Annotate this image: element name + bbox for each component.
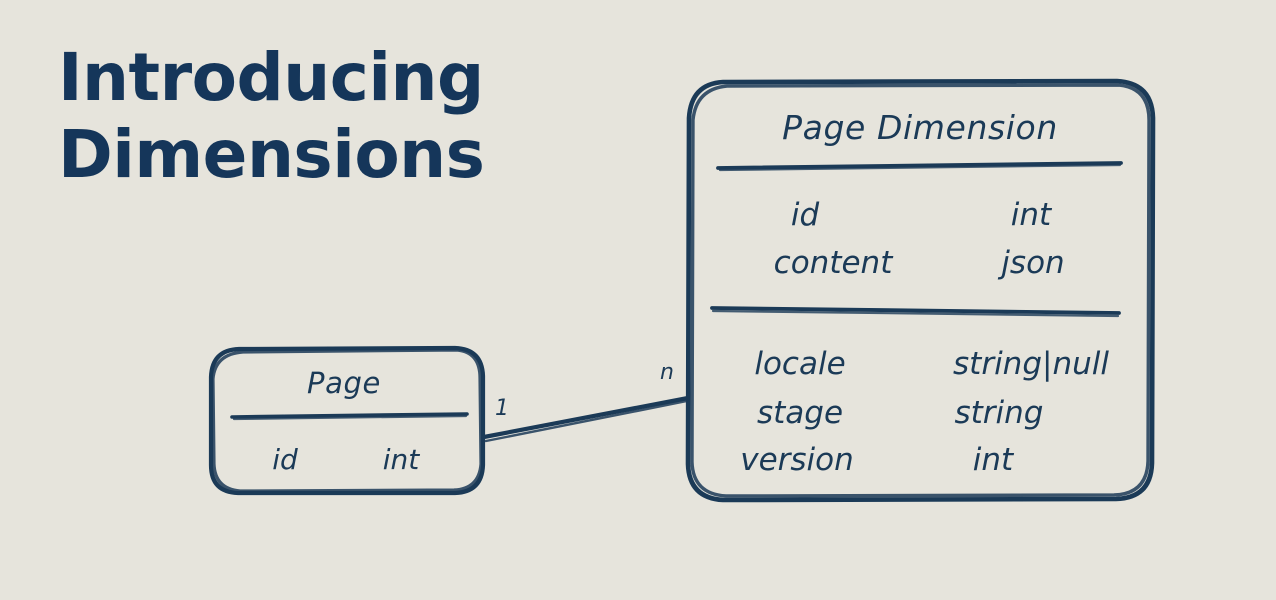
divider-page-dimension-header: [716, 161, 1123, 172]
field-name-pd-stage: stage: [756, 395, 844, 431]
divider-page-header: [230, 412, 469, 421]
field-type-page-id: int: [382, 443, 420, 476]
cardinality-label-one: 1: [495, 396, 509, 421]
divider-page-dimension-section: [710, 306, 1121, 318]
field-name-pd-content: content: [773, 245, 893, 281]
field-name-page-id: id: [272, 443, 298, 476]
cardinality-label-many: n: [660, 360, 674, 385]
field-type-pd-content: json: [1001, 245, 1065, 281]
field-name-pd-version: version: [740, 442, 854, 478]
entity-title-page: Page: [307, 366, 381, 400]
field-type-pd-stage: string: [954, 395, 1044, 431]
field-type-pd-version: int: [972, 442, 1014, 478]
field-name-pd-id: id: [790, 197, 820, 233]
field-name-pd-locale: locale: [754, 346, 846, 382]
field-type-pd-id: int: [1010, 197, 1052, 233]
field-type-pd-locale: string|null: [953, 346, 1109, 382]
entity-box-page-dimension: [685, 78, 1156, 503]
page-title: Introducing Dimensions: [58, 39, 485, 193]
entity-box-page: [208, 345, 486, 496]
relationship-connector: [481, 395, 691, 443]
entity-title-page-dimension: Page Dimension: [782, 108, 1058, 147]
